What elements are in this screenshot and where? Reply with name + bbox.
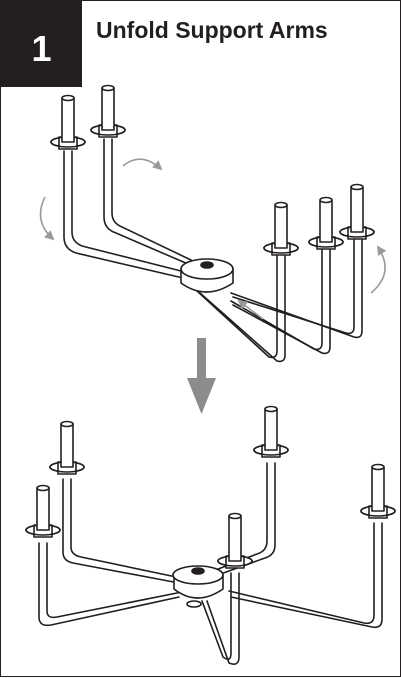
folded-left-arms (63, 138, 192, 279)
folded-candle-5 (339, 183, 375, 240)
unfolded-center-hub (172, 565, 224, 608)
unfolded-chandelier (25, 405, 396, 665)
unfolded-candle-4 (217, 512, 253, 569)
folded-right-arms (196, 235, 363, 363)
folded-candle-2 (90, 84, 126, 138)
unfolded-candle-2 (253, 405, 289, 458)
step-number: 1 (31, 28, 52, 69)
unfolded-candle-1 (49, 420, 85, 475)
rotate-arrow-right (370, 245, 387, 294)
folded-chandelier (50, 84, 375, 363)
unfolded-candle-3 (25, 484, 61, 538)
rotate-arrow-left (39, 196, 55, 241)
rotation-arrows (39, 158, 387, 320)
folded-center-hub (180, 258, 234, 293)
down-arrow-icon (187, 338, 216, 414)
folded-candle-3 (263, 201, 299, 256)
step-title: Unfold Support Arms (96, 17, 328, 43)
folded-candle-4 (308, 196, 344, 250)
rotate-arrow-center (237, 299, 264, 320)
rotate-arrow-top (122, 158, 163, 171)
step-number-badge: 1 (1, 1, 82, 87)
unfolded-candle-5 (360, 463, 396, 519)
unfolded-arms (38, 462, 383, 665)
folded-candle-1 (50, 94, 86, 150)
